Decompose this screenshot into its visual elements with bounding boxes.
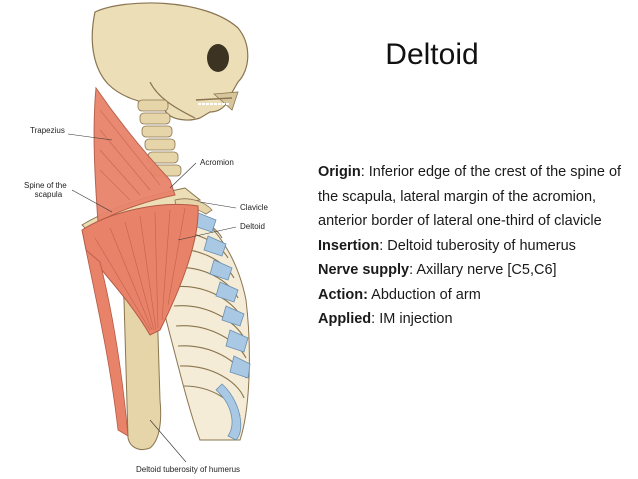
trapezius-muscle (93, 86, 176, 223)
label-spine-line1: Spine of the (24, 181, 67, 190)
triceps-strip (85, 248, 129, 437)
insertion-text: : Deltoid tuberosity of humerus (379, 237, 576, 254)
nerve-supply-term: Nerve supply (318, 262, 410, 278)
label-deltoid: Deltoid (240, 222, 265, 231)
label-spine-of-scapula: Spine of the scapula (24, 181, 67, 199)
nerve-supply-text: : Axillary nerve [C5,C6] (409, 262, 557, 278)
anatomy-illustration (67, 2, 251, 463)
nerve-supply-fact: Nerve supply: Axillary nerve [C5,C6] (318, 258, 630, 283)
label-acromion: Acromion (200, 158, 234, 167)
action-text: Abduction of arm (367, 286, 481, 303)
trapezius-fibers (99, 109, 161, 201)
skull (91, 2, 249, 121)
slide-title: Deltoid (385, 38, 479, 71)
origin-fact: Origin: Inferior edge of the crest of th… (318, 160, 630, 234)
label-deltoid-tuberosity: Deltoid tuberosity of humerus (136, 465, 241, 474)
applied-term: Applied (318, 311, 372, 327)
deltoid-fibers (94, 207, 186, 331)
deltoid-muscle (81, 203, 199, 336)
origin-term: Origin (318, 164, 361, 180)
insertion-fact: Insertion: Deltoid tuberosity of humerus (318, 234, 630, 259)
label-trapezius: Trapezius (30, 126, 65, 135)
action-term: Action: (318, 286, 368, 303)
leader-lines (67, 133, 237, 463)
action-fact: Action: Abduction of arm (318, 283, 630, 308)
insertion-term: Insertion (318, 237, 380, 254)
label-spine-line2: scapula (34, 190, 63, 199)
origin-text: : Inferior edge of the crest of the spin… (318, 164, 622, 229)
muscle-facts: Origin: Inferior edge of the crest of th… (318, 160, 630, 332)
applied-fact: Applied: IM injection (318, 307, 630, 332)
label-clavicle: Clavicle (240, 203, 269, 212)
applied-text: : IM injection (371, 311, 453, 327)
